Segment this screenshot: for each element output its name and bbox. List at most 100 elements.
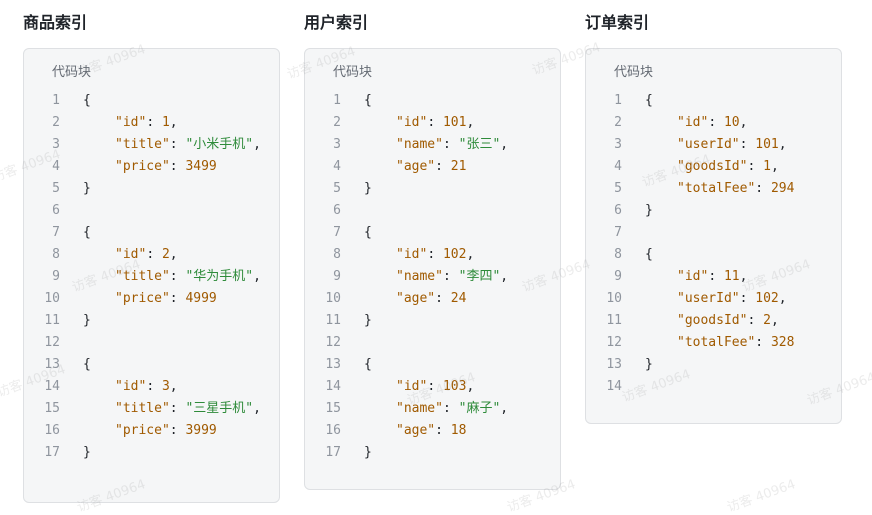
json-key: "name" <box>396 137 443 152</box>
code-text: { <box>83 354 91 376</box>
code-text: "title": "小米手机", <box>83 134 261 156</box>
code-line: 10"price": 4999 <box>24 288 279 310</box>
json-string: "华为手机" <box>185 269 254 284</box>
code-lines: 1{2"id": 1,3"title": "小米手机",4"price": 34… <box>24 90 279 464</box>
json-key: "age" <box>396 423 436 438</box>
code-line: 8"id": 2, <box>24 244 279 266</box>
code-line: 8{ <box>586 244 841 266</box>
json-punctuation: { <box>83 225 91 240</box>
code-block[interactable]: 代码块 1{2"id": 101,3"name": "张三",4"age": 2… <box>304 48 561 490</box>
code-line: 6 <box>305 200 560 222</box>
code-text: "id": 10, <box>645 112 747 134</box>
json-number: 11 <box>723 269 740 284</box>
code-text: } <box>364 310 372 332</box>
json-punctuation: : <box>739 291 756 306</box>
line-number: 4 <box>333 159 341 174</box>
code-line: 9"title": "华为手机", <box>24 266 279 288</box>
json-punctuation: , <box>253 137 261 152</box>
code-text: { <box>83 222 91 244</box>
code-text: "age": 21 <box>364 156 466 178</box>
code-block-label: 代码块 <box>52 65 92 80</box>
code-text: } <box>645 200 653 222</box>
json-punctuation: : <box>146 115 162 130</box>
code-text: "id": 3, <box>83 376 178 398</box>
code-line: 9"id": 11, <box>586 266 841 288</box>
json-number: 24 <box>450 291 467 306</box>
code-line: 13} <box>586 354 841 376</box>
code-line: 2 "id": 10, <box>586 112 841 134</box>
json-key: "name" <box>396 269 443 284</box>
code-block[interactable]: 代码块 1{2"id": 1,3"title": "小米手机",4"price"… <box>23 48 280 503</box>
json-punctuation: : <box>708 115 724 130</box>
json-punctuation: : <box>427 115 443 130</box>
json-key: "price" <box>115 159 170 174</box>
json-number: 4999 <box>185 291 217 306</box>
code-line: 16"price": 3999 <box>24 420 279 442</box>
line-number: 5 <box>614 181 622 196</box>
json-punctuation: : <box>169 423 186 438</box>
json-punctuation: } <box>83 313 91 328</box>
code-block-label: 代码块 <box>333 65 373 80</box>
code-text: "price": 3999 <box>83 420 217 442</box>
json-number: 3 <box>161 379 170 394</box>
json-punctuation: : <box>435 159 451 174</box>
line-number: 2 <box>614 115 622 130</box>
json-number: 21 <box>450 159 467 174</box>
code-line: 14 <box>586 376 841 398</box>
json-punctuation: : <box>747 159 764 174</box>
json-number: 10 <box>723 115 740 130</box>
line-number: 13 <box>325 357 341 372</box>
json-number: 3499 <box>185 159 217 174</box>
line-number: 1 <box>333 93 341 108</box>
json-punctuation: } <box>83 181 91 196</box>
line-number: 11 <box>44 313 60 328</box>
json-number: 2 <box>161 247 170 262</box>
section-title: 商品索引 <box>23 13 88 32</box>
json-number: 328 <box>770 335 795 350</box>
json-punctuation: { <box>645 247 653 262</box>
json-punctuation: , <box>466 247 475 262</box>
code-text: { <box>364 90 372 112</box>
json-punctuation: : <box>169 137 186 152</box>
json-number: 102 <box>755 291 779 306</box>
line-number: 6 <box>52 203 60 218</box>
line-number: 14 <box>606 379 622 394</box>
code-line: 4"price": 3499 <box>24 156 279 178</box>
code-line: 15"title": "三星手机", <box>24 398 279 420</box>
code-text: { <box>364 354 372 376</box>
line-number: 15 <box>325 401 341 416</box>
json-key: "id" <box>396 379 428 394</box>
json-number: 103 <box>442 379 467 394</box>
code-line: 1{ <box>24 90 279 112</box>
code-line: 14"id": 3, <box>24 376 279 398</box>
code-line: 12"totalFee": 328 <box>586 332 841 354</box>
line-number: 7 <box>614 225 622 240</box>
code-text: "name": "张三", <box>364 134 508 156</box>
code-text: "price": 4999 <box>83 288 217 310</box>
json-key: "id" <box>677 269 709 284</box>
line-number: 14 <box>325 379 341 394</box>
json-punctuation: } <box>645 357 653 372</box>
json-key: "goodsId" <box>677 159 748 174</box>
code-text: "price": 3499 <box>83 156 217 178</box>
json-punctuation: : <box>169 159 186 174</box>
json-punctuation: : <box>755 335 771 350</box>
json-key: "title" <box>115 401 170 416</box>
json-key: "price" <box>115 291 170 306</box>
line-number: 7 <box>52 225 60 240</box>
json-key: "userId" <box>677 291 740 306</box>
json-punctuation: } <box>364 313 372 328</box>
code-lines: 1{2"id": 10,3"userId": 101,4"goodsId": 1… <box>586 90 841 398</box>
json-number: 294 <box>770 181 795 196</box>
code-text: "name": "李四", <box>364 266 508 288</box>
line-number: 3 <box>52 137 60 152</box>
json-key: "id" <box>115 115 147 130</box>
code-line: 13{ <box>24 354 279 376</box>
code-text: "userId": 101, <box>645 134 787 156</box>
code-text: "userId": 102, <box>645 288 787 310</box>
code-line: 2"id": 101, <box>305 112 560 134</box>
json-punctuation: , <box>169 247 178 262</box>
json-punctuation: , <box>500 269 509 284</box>
code-block[interactable]: 代码块 1{2"id": 10,3"userId": 101,4"goodsId… <box>585 48 842 424</box>
